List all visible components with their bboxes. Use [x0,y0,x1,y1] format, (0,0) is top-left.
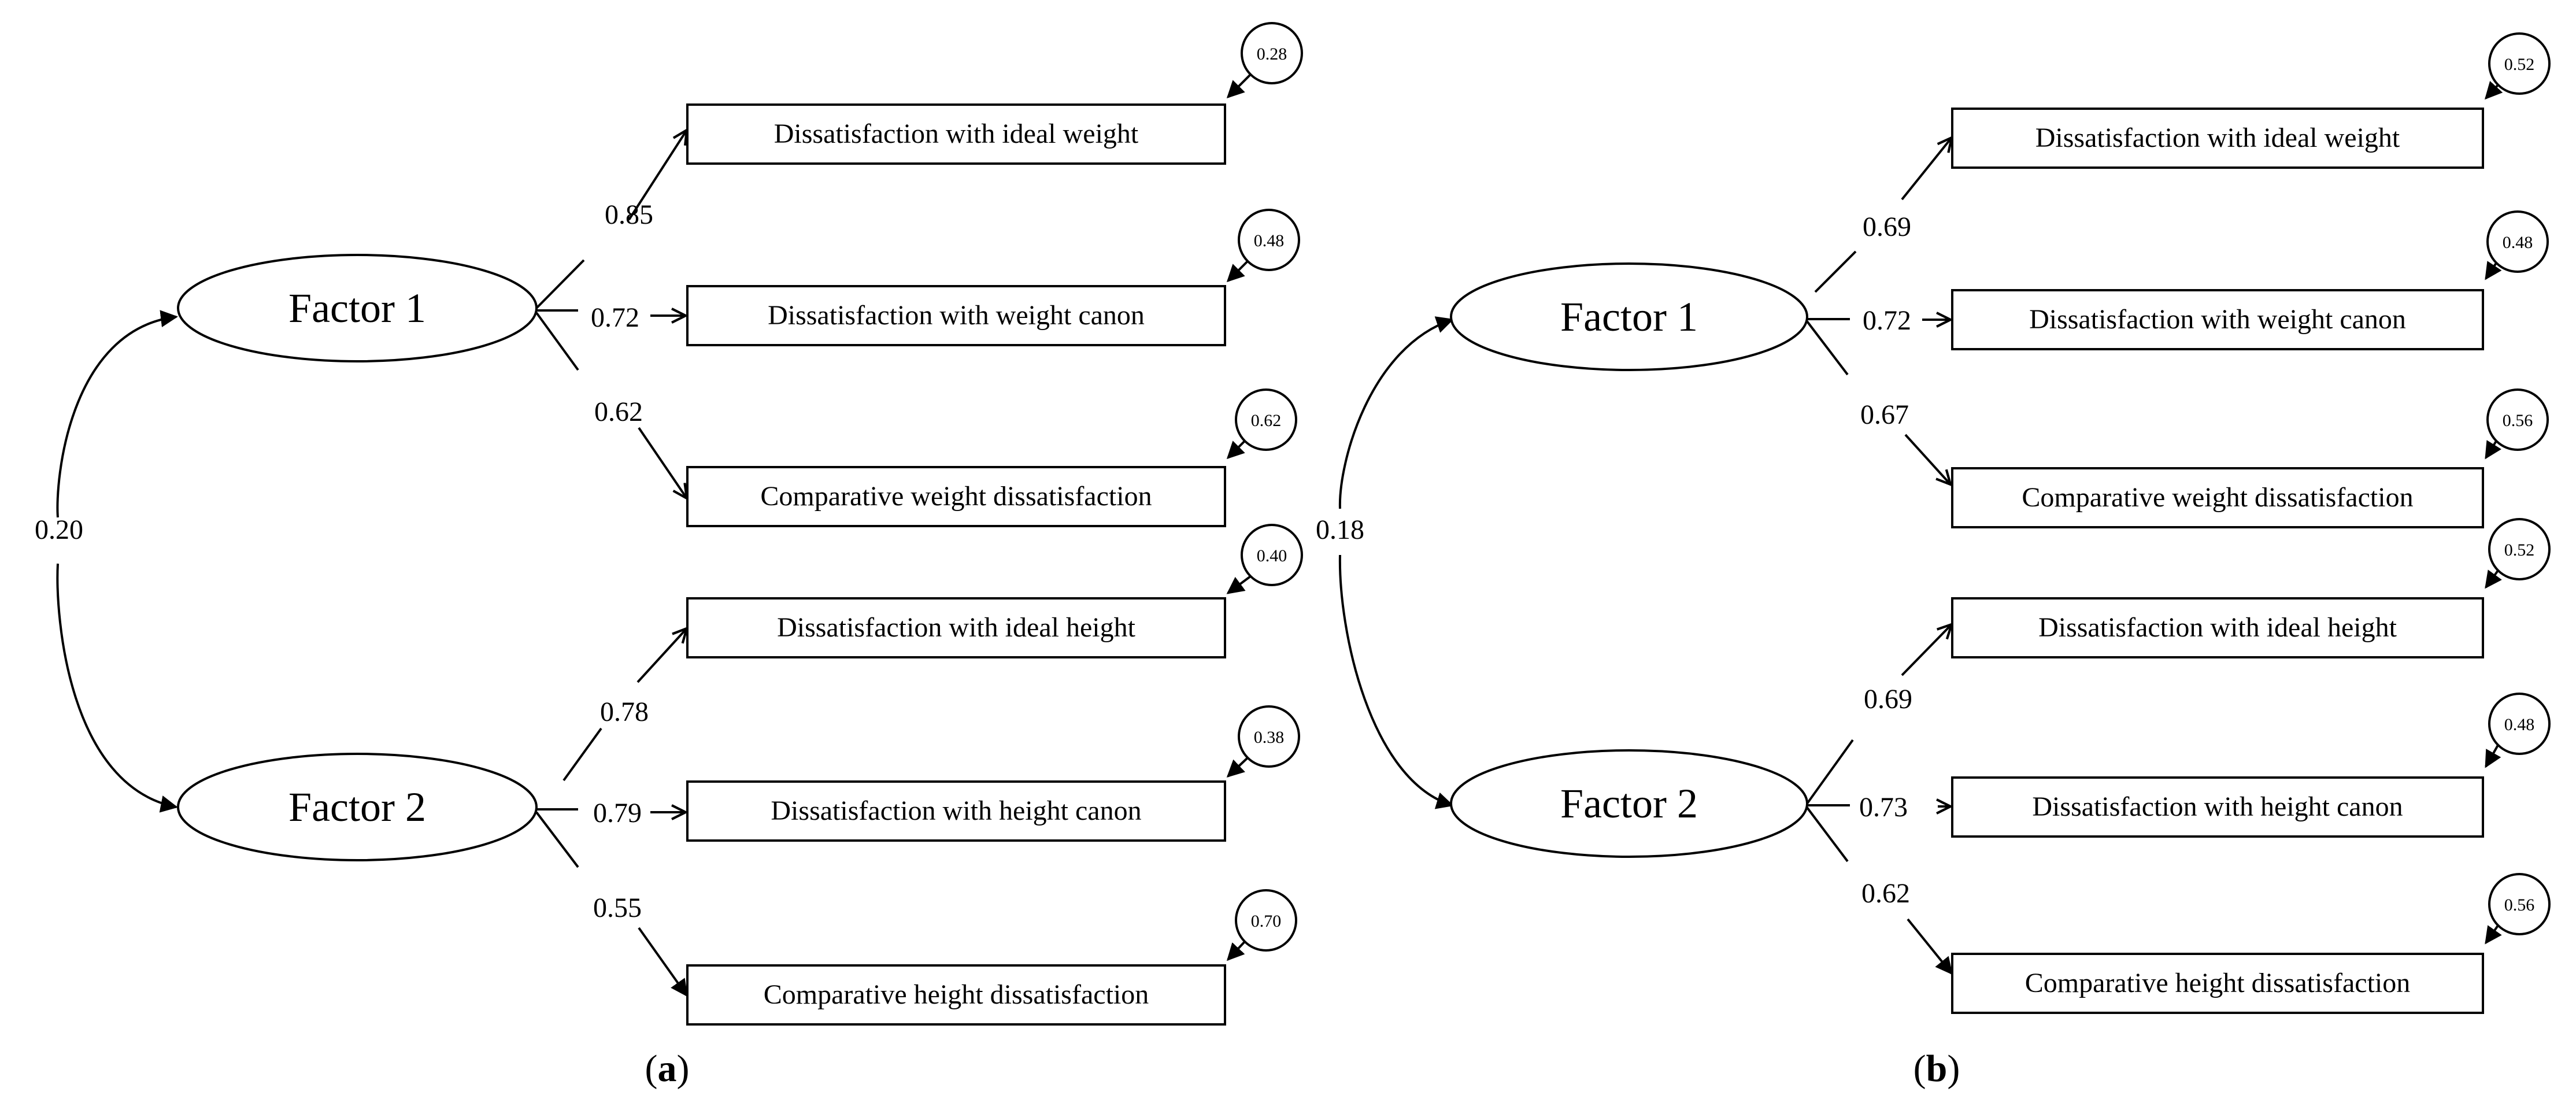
loading-path [1901,138,1952,201]
error-term: 0.62 [1226,388,1297,460]
indicator-box [1951,953,2484,1014]
loading-label: 0.62 [594,397,643,427]
loading-path [636,628,687,683]
covariance-label: 0.18 [1316,515,1364,545]
loading-path [562,727,602,782]
factor-label: Factor 1 [288,285,426,331]
loading-label: 0.62 [1861,878,1910,909]
error-term: 0.38 [1226,705,1300,778]
indicator-box [686,964,1226,1026]
loading-path [1806,739,1854,805]
indicator-label: Dissatisfaction with ideal weight [2035,123,2400,153]
error-term: 0.52 [2485,518,2551,589]
indicator-box [686,103,1226,165]
loading-path [535,811,579,868]
indicator-label: Comparative height dissatisfaction [2025,968,2411,998]
factor-ellipse [1450,262,1808,371]
error-label: 0.48 [1254,231,1285,250]
error-label: 0.70 [1251,912,1282,931]
error-term: 0.56 [2485,873,2551,945]
loading-label: 0.79 [593,798,642,828]
error-label: 0.56 [2503,411,2533,430]
indicator-box [686,780,1226,842]
error-term: 0.40 [1226,524,1303,594]
indicator-box [686,597,1226,658]
loading-path [1904,434,1950,484]
loading-label: 0.67 [1860,399,1909,430]
panel-b: 0.18 Factor 1 Factor 2 0.69 0.72 0.67 0.… [1316,32,2551,1090]
covariance-arc [56,563,178,813]
error-label: 0.28 [1257,45,1287,64]
error-label: 0.62 [1251,411,1282,430]
indicator-label: Dissatisfaction with weight canon [2029,304,2406,335]
error-term: 0.70 [1226,889,1297,961]
indicator-label: Dissatisfaction with ideal height [777,612,1136,643]
loading-path [1806,806,1849,863]
error-term: 0.48 [2485,693,2551,768]
loading-path [535,312,579,371]
loading-label: 0.72 [1863,305,1911,336]
panel-a: 0.20 Factor 1 Factor 2 0.85 0.72 0.62 0.… [35,22,1303,1090]
factor-ellipse [177,753,538,861]
error-term: 0.28 [1226,22,1303,99]
factor-label: Factor 2 [1560,780,1698,827]
loading-label: 0.55 [593,893,642,923]
panel-caption: (b) [1914,1048,1960,1090]
loading-path [638,427,687,498]
indicator-box [686,466,1226,527]
error-label: 0.56 [2504,895,2535,915]
indicator-box [1951,467,2484,528]
loading-label: 0.69 [1864,684,1912,715]
indicator-label: Dissatisfaction with ideal weight [774,119,1139,149]
factor-label: Factor 2 [288,784,426,830]
error-term: 0.56 [2485,388,2549,460]
indicator-label: Dissatisfaction with height canon [2032,791,2403,822]
loading-label: 0.69 [1863,212,1911,242]
indicator-label: Comparative weight dissatisfaction [2022,482,2413,513]
covariance-arc [56,310,178,518]
loading-path [1901,624,1952,676]
panel-caption: (a) [645,1048,690,1090]
indicator-label: Dissatisfaction with weight canon [768,300,1145,331]
indicator-label: Dissatisfaction with height canon [771,795,1141,826]
error-label: 0.48 [2503,233,2533,252]
error-term: 0.48 [2485,210,2549,280]
error-label: 0.48 [2504,715,2535,734]
indicator-box [686,285,1226,346]
indicator-label: Dissatisfaction with ideal height [2038,612,2397,643]
error-label: 0.52 [2504,55,2535,74]
loading-path [1814,250,1857,293]
indicator-box [1951,597,2484,658]
loading-label: 0.72 [591,302,639,333]
loading-path [535,259,585,309]
error-label: 0.38 [1254,728,1285,747]
indicator-box [1951,776,2484,838]
loading-label: 0.73 [1859,792,1908,823]
covariance-label: 0.20 [35,515,83,545]
error-term: 0.52 [2484,32,2551,100]
covariance-arc [1338,554,1454,809]
indicator-box [1951,108,2484,169]
loading-path [628,130,687,221]
indicator-box [1951,289,2484,350]
error-term: 0.48 [1226,209,1300,283]
covariance-arc [1338,316,1454,509]
loading-label: 0.78 [600,697,649,727]
indicator-label: Comparative weight dissatisfaction [760,481,1152,512]
error-label: 0.52 [2504,541,2535,560]
loading-label: 0.85 [605,199,653,230]
loading-path [638,927,688,997]
loading-path [1806,320,1849,376]
loading-path [1907,918,1953,975]
error-label: 0.40 [1257,546,1287,565]
factor-label: Factor 1 [1560,294,1698,340]
indicator-label: Comparative height dissatisfaction [764,979,1149,1010]
